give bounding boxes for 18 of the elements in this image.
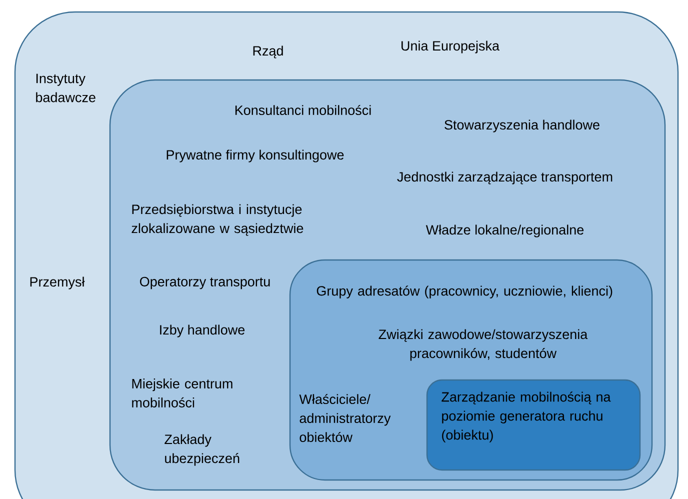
label-text: Operatorzy transportu bbox=[140, 276, 270, 290]
label-text: Izby handlowe bbox=[160, 324, 245, 338]
label-text: Unia Europejska bbox=[402, 40, 500, 54]
label-text: Przedsiębiorstwa i instytucje zlokalizowane w sąsiedztwie bbox=[132, 204, 304, 236]
label-text: Rząd bbox=[253, 46, 283, 58]
label-text: Władze lokalne/regionalne bbox=[426, 224, 584, 238]
label-text: Zakłady ubezpieczeń bbox=[164, 434, 240, 466]
label-text: Jednostki zarządzające transportem bbox=[397, 172, 612, 184]
label-text: Zarządzanie mobilnością na poziomie generatora ruchu (obiektu) bbox=[442, 392, 611, 442]
label-text: Miejskie centrum mobilności bbox=[132, 378, 232, 408]
label-text: Konsultanci mobilności bbox=[235, 104, 371, 116]
label-text: Instytuty badawcze bbox=[36, 74, 96, 102]
label-text: Grupy adresatów (pracownicy, uczniowie, klienci) bbox=[316, 286, 612, 298]
label-text: Przemysł bbox=[30, 276, 85, 290]
label-text: Związki zawodowe/stowarzyszenia pracowników, studentów bbox=[378, 329, 588, 361]
label-text: Stowarzyszenia handlowe bbox=[444, 120, 600, 132]
label-text: Właściciele/ administratorzy obiektów bbox=[299, 394, 391, 442]
label-text: Prywatne firmy konsultingowe bbox=[166, 150, 344, 162]
